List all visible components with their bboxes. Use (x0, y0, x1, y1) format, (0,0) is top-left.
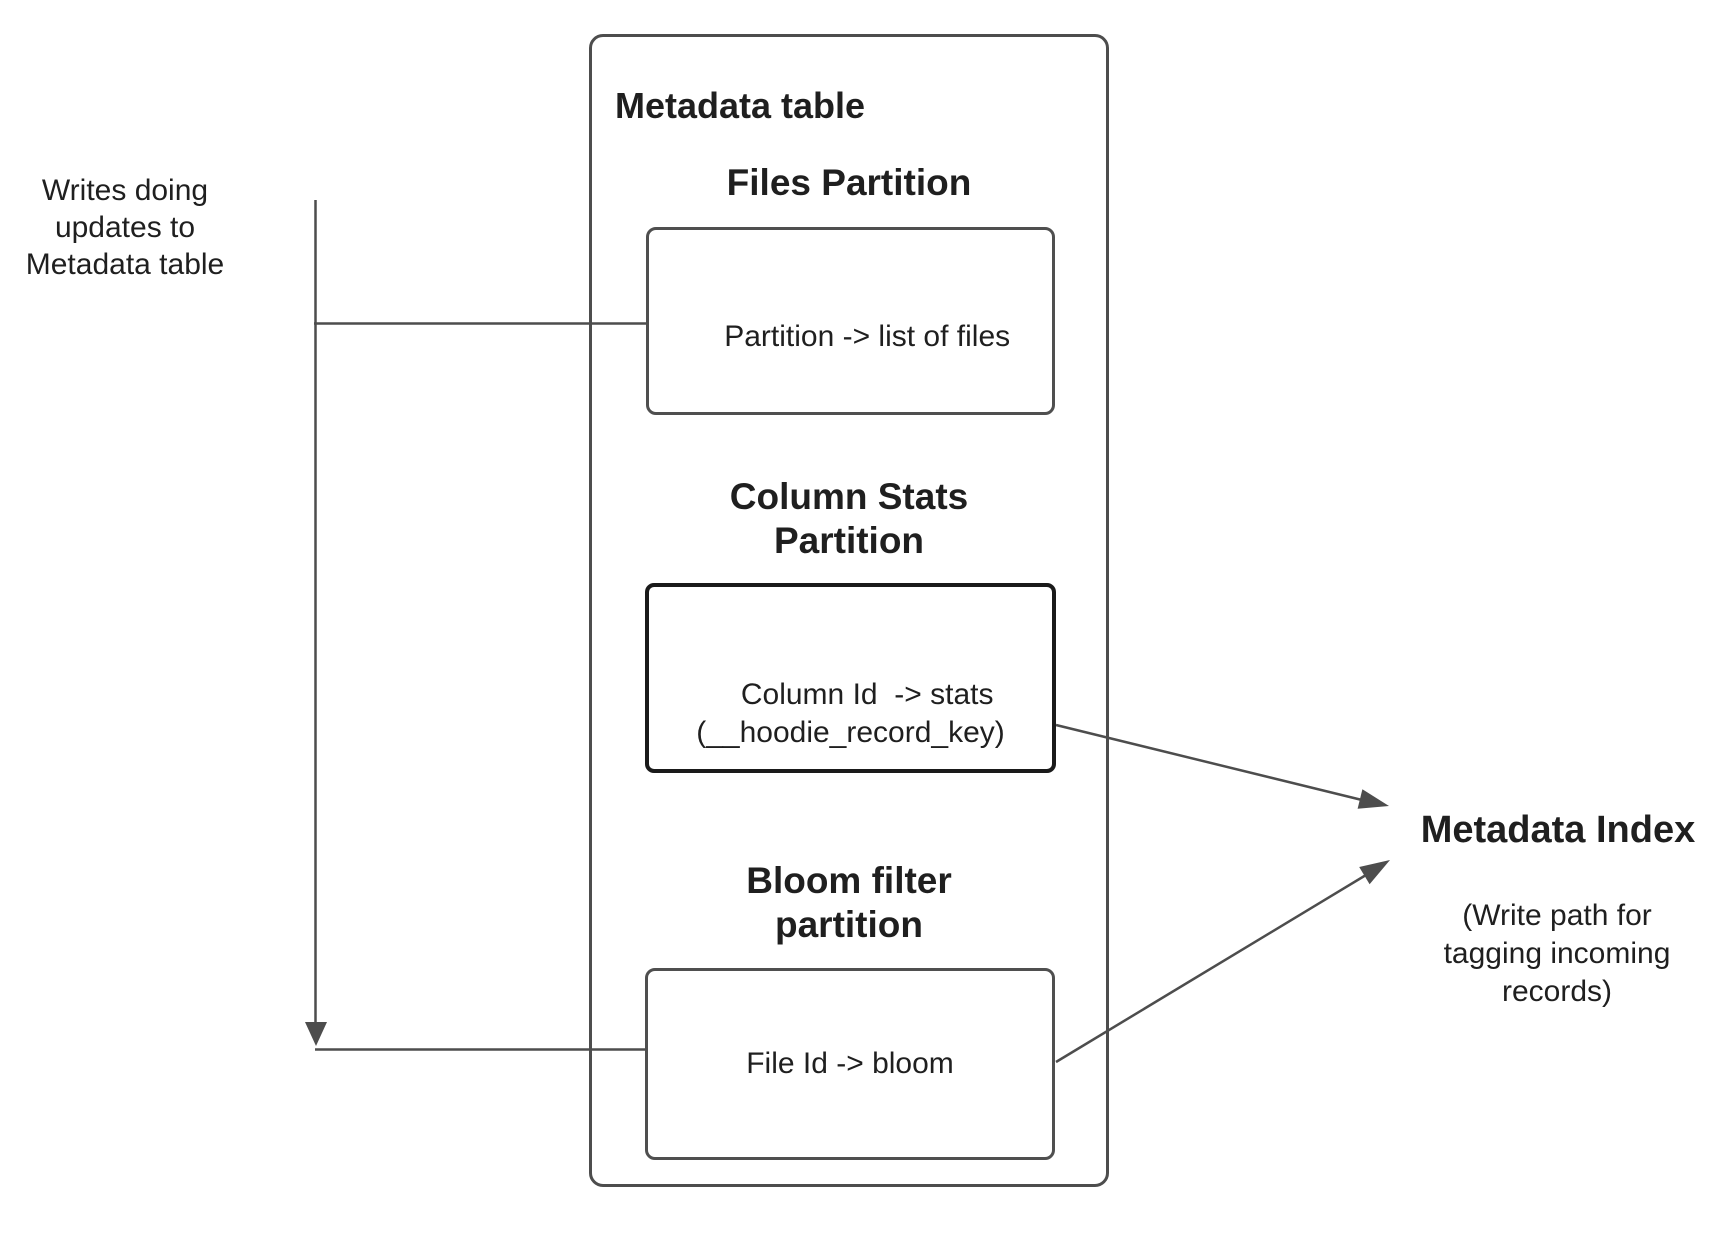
down-arrowhead (305, 1022, 327, 1046)
column-stats-box: Column Id -> stats (__hoodie_record_key) (645, 583, 1056, 773)
bloom-filter-box-text: File Id -> bloom (746, 1047, 954, 1080)
metadata-index-subtitle: (Write path for tagging incoming records… (1443, 899, 1671, 1008)
metadata-index-title: Metadata Index (1420, 809, 1696, 851)
stats-to-index-arrowhead (1357, 789, 1389, 809)
files-partition-box: Partition -> list of files (646, 227, 1055, 415)
metadata-table-container (589, 34, 1109, 1187)
bloom-filter-box: File Id -> bloom (645, 968, 1055, 1160)
files-partition-heading: Files Partition (726, 162, 972, 203)
bloom-to-index-arrowhead (1359, 860, 1390, 885)
column-stats-partition-heading: Column Stats Partition (729, 476, 969, 561)
bloom-filter-partition-heading: Bloom filter partition (746, 860, 952, 945)
files-partition-box-text: Partition -> list of files (724, 320, 1011, 353)
writes-note: Writes doing updates to Metadata table (25, 174, 225, 281)
metadata-table-title: Metadata table (615, 85, 866, 126)
column-stats-box-text: Column Id -> stats (__hoodie_record_key) (696, 678, 1005, 749)
